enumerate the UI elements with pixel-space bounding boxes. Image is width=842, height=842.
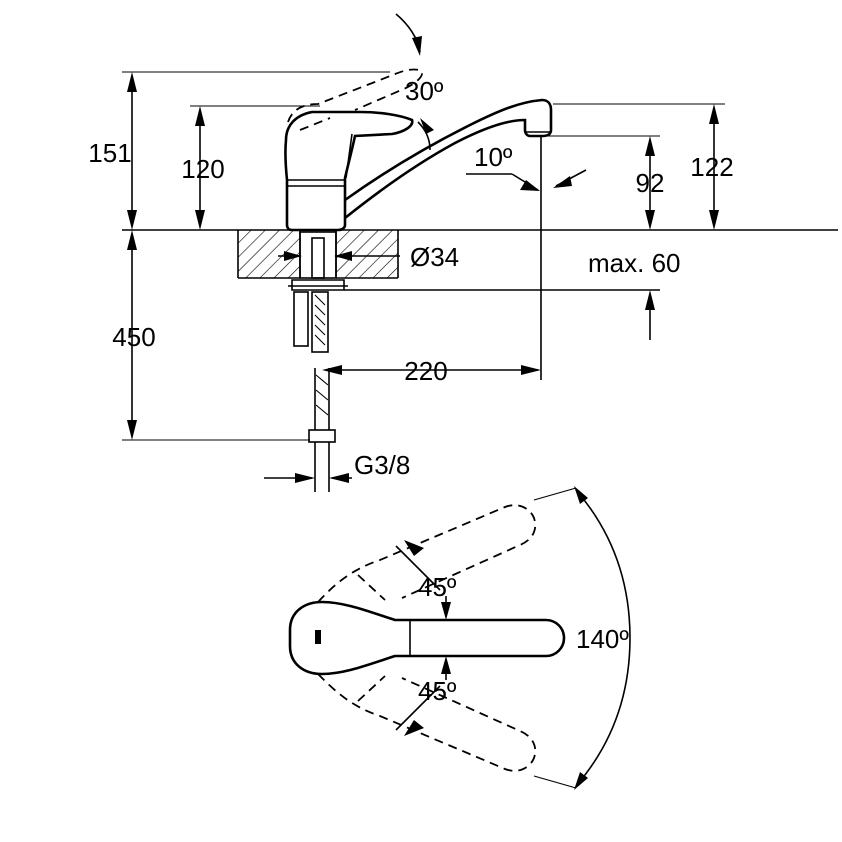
dim-34-label: Ø34 [410, 242, 459, 272]
dim-151-label: 151 [88, 138, 131, 168]
side-view: 151 120 30º 10º [88, 13, 838, 492]
dim-angle-lower: 45º [395, 656, 457, 736]
dim-220: 220 [322, 356, 541, 386]
dim-lever-tilt: 30º [395, 13, 444, 151]
lever-lower-position [317, 673, 537, 772]
dim-hole-diameter: Ø34 [278, 242, 459, 272]
dim-450: 450 [112, 230, 156, 440]
dim-122: 122 [690, 104, 734, 230]
dim-angle-upper: 45º [395, 540, 457, 620]
angle-upper-label: 45º [418, 572, 457, 602]
dim-92-label: 92 [636, 168, 665, 198]
dim-220-label: 220 [404, 356, 447, 386]
mixer-body [284, 98, 553, 232]
dim-10-label: 10º [474, 142, 513, 172]
angle-lower-label: 45º [418, 676, 457, 706]
dim-122-label: 122 [690, 152, 733, 182]
dim-total-swivel: 140º [533, 486, 631, 790]
dim-spout-angle: 10º [466, 142, 587, 191]
plan-view: 45º 45º 140º [288, 486, 631, 790]
lever-upper-position [317, 504, 537, 603]
dim-connection: G3/8 [264, 450, 410, 483]
dim-60-label: max. 60 [588, 248, 681, 278]
dim-120-label: 120 [181, 154, 224, 184]
countertop-section [237, 230, 399, 279]
angle-total-label: 140º [576, 624, 629, 654]
dim-30-label: 30º [405, 76, 444, 106]
dim-151: 151 [88, 72, 137, 230]
dim-92: 92 [636, 136, 665, 230]
dim-counter-thickness: max. 60 [588, 248, 681, 340]
dim-g38-label: G3/8 [354, 450, 410, 480]
dim-120: 120 [181, 106, 225, 230]
lever-center-position [288, 600, 566, 676]
lever-tilted-outline [287, 68, 423, 123]
dim-450-label: 450 [112, 322, 155, 352]
